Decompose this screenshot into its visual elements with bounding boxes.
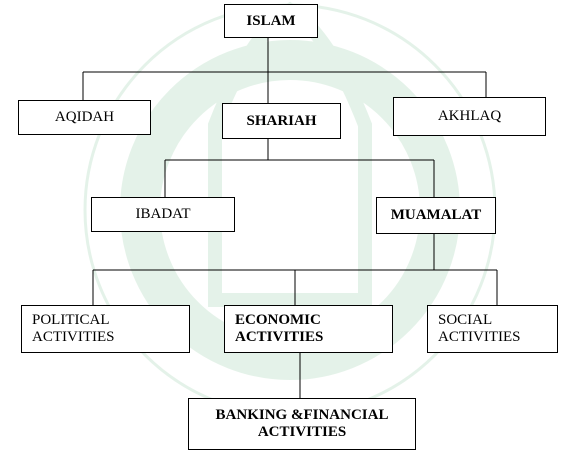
node-political-activities: POLITICAL ACTIVITIES	[21, 305, 190, 353]
node-economic-activities-label: ECONOMIC ACTIVITIES	[235, 312, 324, 345]
node-ibadat-label: IBADAT	[135, 206, 191, 222]
node-economic-activities: ECONOMIC ACTIVITIES	[224, 305, 393, 353]
node-banking-financial-activities: BANKING &FINANCIAL ACTIVITIES	[188, 398, 416, 450]
node-political-activities-label: POLITICAL ACTIVITIES	[32, 312, 115, 345]
node-ibadat: IBADAT	[91, 197, 235, 232]
node-aqidah-label: AQIDAH	[54, 109, 115, 125]
node-muamalat: MUAMALAT	[376, 197, 496, 234]
node-shariah-label: SHARIAH	[246, 112, 317, 129]
node-akhlaq: AKHLAQ	[393, 97, 546, 136]
node-shariah: SHARIAH	[222, 103, 341, 139]
node-islam-label: ISLAM	[246, 12, 296, 29]
node-aqidah: AQIDAH	[18, 100, 151, 135]
node-islam: ISLAM	[224, 4, 318, 38]
node-akhlaq-label: AKHLAQ	[437, 108, 502, 124]
node-banking-financial-activities-label: BANKING &FINANCIAL ACTIVITIES	[215, 407, 389, 440]
node-social-activities-label: SOCIAL ACTIVITIES	[438, 312, 521, 345]
node-social-activities: SOCIAL ACTIVITIES	[427, 305, 558, 353]
node-muamalat-label: MUAMALAT	[390, 207, 482, 223]
